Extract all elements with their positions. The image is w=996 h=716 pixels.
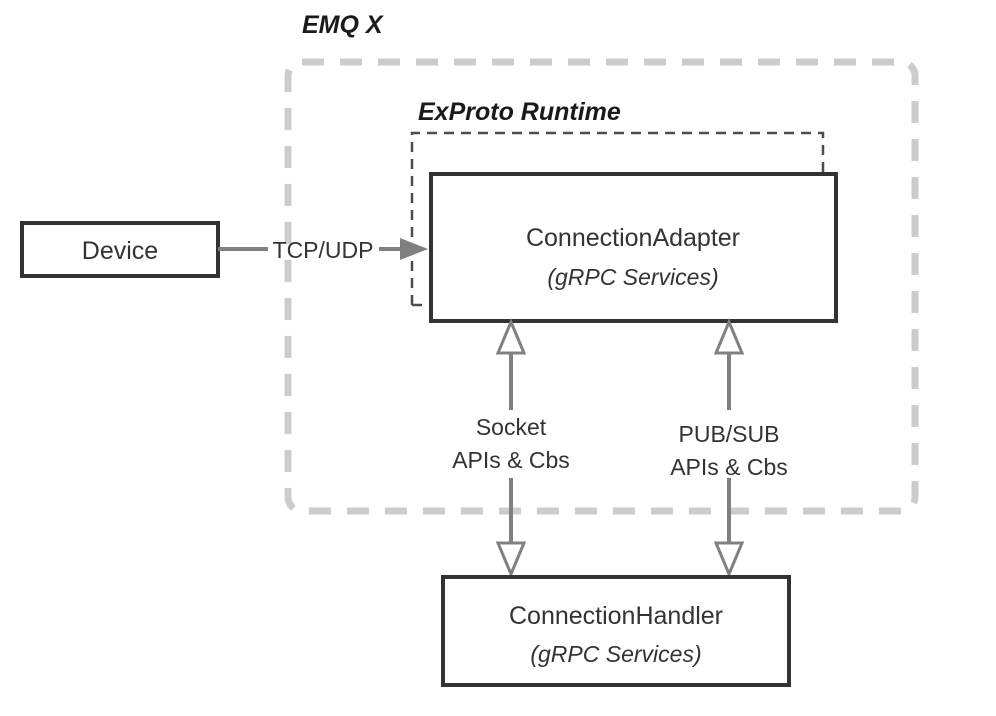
node-device-label: Device [82, 237, 158, 265]
node-connection-adapter-sublabel: (gRPC Services) [547, 264, 718, 290]
edge-socket-apis: Socket APIs & Cbs [452, 318, 570, 578]
node-connection-handler-box [441, 575, 791, 687]
arrowhead-up-icon [495, 318, 527, 355]
arrowhead-up-icon [713, 318, 745, 355]
node-device[interactable]: Device [20, 221, 220, 278]
node-connection-adapter[interactable]: ConnectionAdapter (gRPC Services) [429, 172, 838, 323]
edge-socket-apis-label-line2: APIs & Cbs [452, 447, 570, 473]
edge-device-to-adapter-label: TCP/UDP [273, 237, 374, 263]
node-device-box [20, 221, 220, 278]
arrowhead-down-icon [713, 541, 745, 578]
arrowhead-right-icon [400, 238, 428, 260]
node-connection-handler-sublabel: (gRPC Services) [530, 641, 701, 667]
edge-pubsub-apis: PUB/SUB APIs & Cbs [670, 318, 788, 578]
group-exproto-label: ExProto Runtime [418, 98, 621, 126]
group-exproto: ExProto Runtime [410, 98, 825, 307]
group-exproto-border [410, 131, 825, 305]
edge-socket-apis-label-line1: Socket [476, 414, 547, 440]
node-connection-adapter-box [429, 172, 838, 323]
group-emqx: EMQ X [284, 11, 919, 515]
node-connection-handler-label: ConnectionHandler [509, 602, 723, 630]
node-connection-handler[interactable]: ConnectionHandler (gRPC Services) [441, 575, 791, 687]
group-emqx-label: EMQ X [302, 11, 384, 39]
node-connection-adapter-label: ConnectionAdapter [526, 224, 740, 252]
edge-pubsub-apis-label-line2: APIs & Cbs [670, 454, 788, 480]
edge-device-to-adapter: TCP/UDP [218, 237, 428, 263]
arrowhead-down-icon [495, 541, 527, 578]
edge-pubsub-apis-label-line1: PUB/SUB [679, 421, 780, 447]
